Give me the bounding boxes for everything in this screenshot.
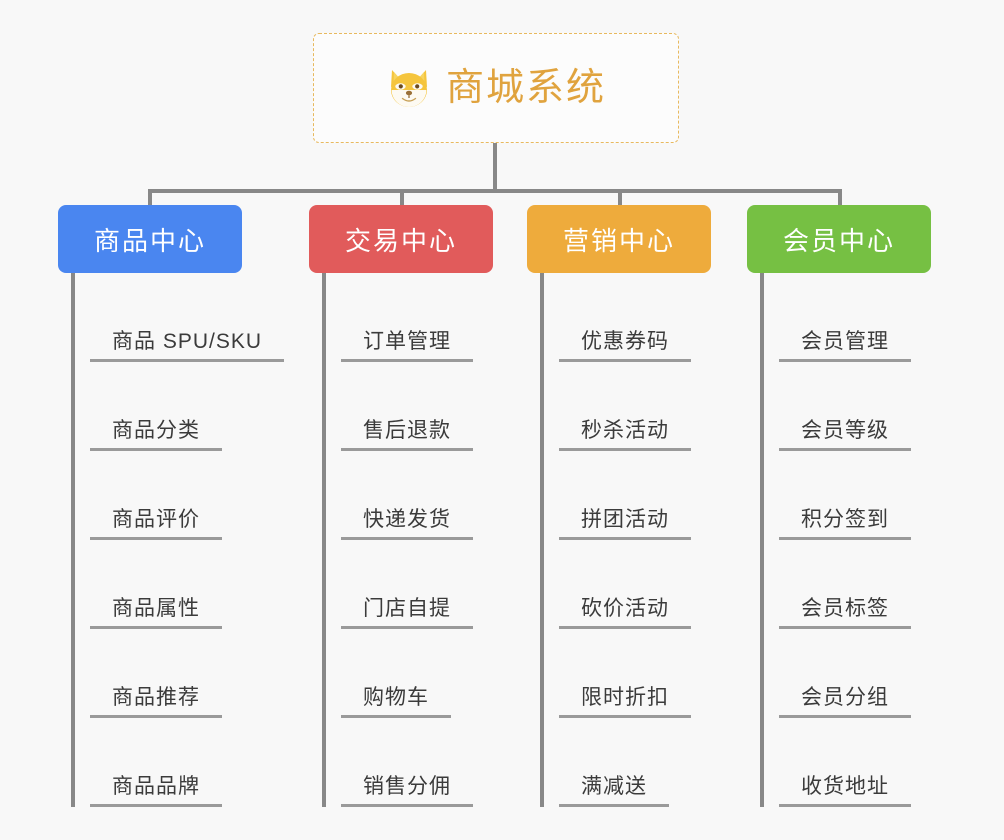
leaf-label: 商品 SPU/SKU	[90, 330, 285, 362]
leaf-label: 商品属性	[90, 597, 222, 629]
list-item[interactable]: 会员管理	[779, 273, 911, 362]
category-label: 交易中心	[344, 225, 457, 256]
leaf-label: 秒杀活动	[559, 419, 691, 451]
category-header-marketing-center[interactable]: 营销中心	[527, 205, 711, 273]
leaf-label: 商品推荐	[90, 686, 222, 718]
list-item[interactable]: 满减送	[559, 718, 691, 807]
list-item[interactable]: 收货地址	[779, 718, 911, 807]
leaf-label: 销售分佣	[341, 775, 473, 807]
connector-drop-trade-center	[400, 189, 404, 207]
list-item[interactable]: 会员分组	[779, 629, 911, 718]
leaf-label: 购物车	[341, 686, 451, 718]
leaf-list-trade-center: 订单管理 售后退款 快递发货 门店自提 购物车 销售分佣	[322, 273, 473, 807]
list-item[interactable]: 销售分佣	[341, 718, 473, 807]
list-item[interactable]: 砍价活动	[559, 540, 691, 629]
column-product-center: 商品中心	[58, 205, 242, 273]
list-item[interactable]: 会员标签	[779, 540, 911, 629]
list-item[interactable]: 限时折扣	[559, 629, 691, 718]
leaf-label: 商品评价	[90, 508, 222, 540]
list-item[interactable]: 商品品牌	[90, 718, 284, 807]
leaf-label: 收货地址	[779, 775, 911, 807]
category-label: 营销中心	[562, 225, 675, 256]
shiba-inu-dog-face-icon	[386, 66, 432, 110]
leaf-list-member-center: 会员管理 会员等级 积分签到 会员标签 会员分组 收货地址	[760, 273, 911, 807]
leaf-label: 限时折扣	[559, 686, 691, 718]
connector-horizontal-bus	[150, 189, 840, 193]
leaf-list-marketing-center: 优惠券码 秒杀活动 拼团活动 砍价活动 限时折扣 满减送	[540, 273, 691, 807]
leaf-label: 售后退款	[341, 419, 473, 451]
connector-drop-product-center	[148, 189, 152, 207]
list-item[interactable]: 门店自提	[341, 540, 473, 629]
category-header-trade-center[interactable]: 交易中心	[309, 205, 493, 273]
leaf-list-product-center: 商品 SPU/SKU 商品分类 商品评价 商品属性 商品推荐 商品品牌	[71, 273, 285, 807]
leaf-label: 商品品牌	[90, 775, 222, 807]
category-header-member-center[interactable]: 会员中心	[747, 205, 931, 273]
connector-drop-marketing-center	[618, 189, 622, 207]
list-item[interactable]: 商品分类	[90, 362, 284, 451]
connector-drop-member-center	[838, 189, 842, 207]
list-item[interactable]: 商品属性	[90, 540, 284, 629]
list-item[interactable]: 积分签到	[779, 451, 911, 540]
leaf-label: 订单管理	[341, 330, 473, 362]
column-member-center: 会员中心	[747, 205, 931, 273]
leaf-label: 拼团活动	[559, 508, 691, 540]
root-node-shop-system[interactable]: 商城系统	[313, 33, 679, 143]
list-item[interactable]: 商品推荐	[90, 629, 284, 718]
list-item[interactable]: 商品 SPU/SKU	[90, 273, 285, 362]
leaf-label: 会员等级	[779, 419, 911, 451]
list-item[interactable]: 售后退款	[341, 362, 473, 451]
leaf-label: 门店自提	[341, 597, 473, 629]
leaf-label: 商品分类	[90, 419, 222, 451]
list-item[interactable]: 订单管理	[341, 273, 473, 362]
leaf-label: 会员管理	[779, 330, 911, 362]
connector-root-stem	[493, 143, 497, 191]
list-item[interactable]: 优惠券码	[559, 273, 691, 362]
leaf-label: 砍价活动	[559, 597, 691, 629]
list-item[interactable]: 秒杀活动	[559, 362, 691, 451]
leaf-label: 快递发货	[341, 508, 473, 540]
list-item[interactable]: 快递发货	[341, 451, 473, 540]
list-item[interactable]: 购物车	[341, 629, 473, 718]
root-title: 商城系统	[445, 67, 606, 109]
leaf-label: 会员分组	[779, 686, 911, 718]
leaf-label: 优惠券码	[559, 330, 691, 362]
column-marketing-center: 营销中心	[527, 205, 711, 273]
list-item[interactable]: 拼团活动	[559, 451, 691, 540]
list-item[interactable]: 商品评价	[90, 451, 284, 540]
list-item[interactable]: 会员等级	[779, 362, 911, 451]
category-label: 商品中心	[93, 225, 206, 256]
leaf-label: 满减送	[559, 775, 669, 807]
category-header-product-center[interactable]: 商品中心	[58, 205, 242, 273]
leaf-label: 会员标签	[779, 597, 911, 629]
leaf-label: 积分签到	[779, 508, 911, 540]
column-trade-center: 交易中心	[309, 205, 493, 273]
category-label: 会员中心	[782, 225, 895, 256]
